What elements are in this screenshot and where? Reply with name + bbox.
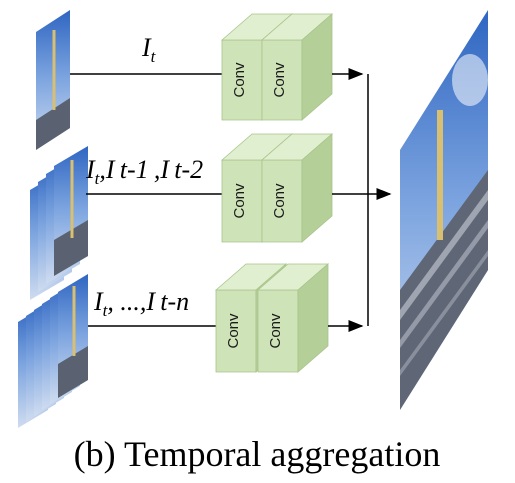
conv-label-1a: Conv (231, 62, 248, 98)
conv-label-2a: Conv (231, 183, 248, 219)
conv-label-3a: Conv (225, 313, 242, 349)
output-frame (400, 10, 488, 410)
row-2-label: It,I t-1 ,I t-2 (85, 155, 203, 188)
conv-block-1b: Conv (260, 13, 334, 121)
row-3-label: It, ...,I t-n (93, 287, 189, 320)
conv-label-2b: Conv (271, 183, 288, 219)
caption: (b) Temporal aggregation (74, 434, 441, 474)
input-frame-stack-2 (30, 146, 88, 300)
input-frame-stack-3 (18, 274, 88, 428)
conv-label-3b: Conv (267, 313, 284, 349)
row-2: It,I t-1 ,I t-2 Conv Conv (30, 133, 334, 300)
conv-block-2b: Conv (260, 133, 334, 243)
row-3: It, ...,I t-n Conv Conv (18, 263, 364, 428)
row-1: It Conv Conv (36, 10, 364, 150)
input-frame-stack-1 (36, 10, 70, 150)
conv-block-3b: Conv (256, 263, 330, 373)
merge-connector (332, 74, 392, 326)
conv-label-1b: Conv (271, 62, 288, 98)
row-1-label: It (141, 33, 157, 66)
